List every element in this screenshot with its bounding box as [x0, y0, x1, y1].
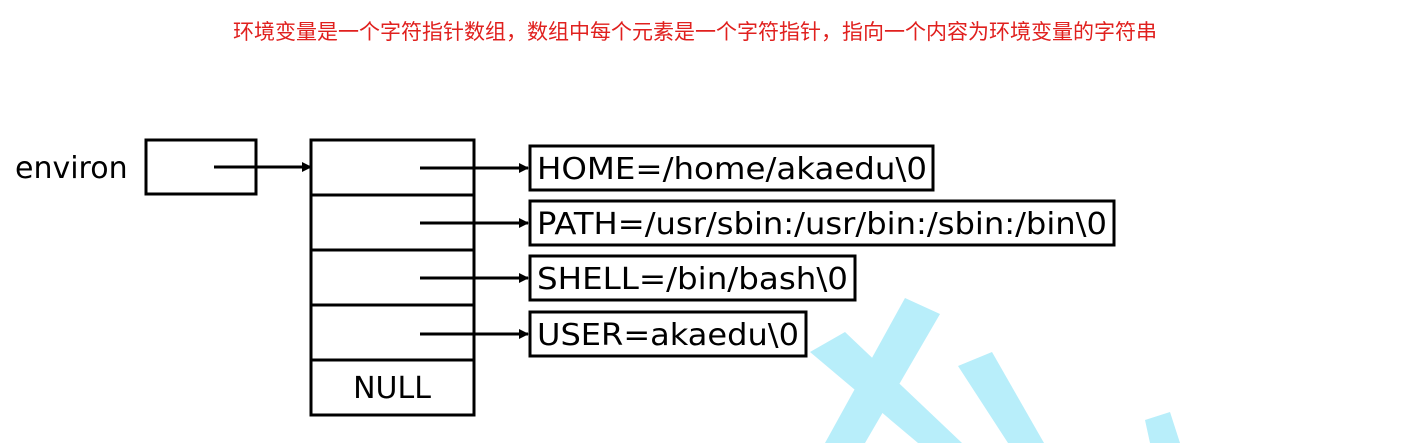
env-string-user: USER=akaedu\0: [528, 310, 808, 358]
env-string-path: PATH=/usr/sbin:/usr/bin:/sbin:/bin\0: [528, 199, 1116, 247]
string-pointer-arrows: [420, 163, 529, 339]
pointer-array: NULL: [309, 138, 476, 417]
env-string-box: [528, 254, 857, 302]
env-string-text: USER=akaedu\0: [537, 318, 799, 353]
env-string-text: SHELL=/bin/bash\0: [537, 262, 848, 297]
array-cell-null: [309, 358, 476, 417]
environ-label: environ: [15, 151, 128, 186]
diagram-caption: 环境变量是一个字符指针数组，数组中每个元素是一个字符指针，指向一个内容为环境变量…: [233, 20, 1157, 44]
env-string-box: [528, 199, 1116, 247]
null-terminator-label: NULL: [353, 371, 431, 406]
env-string-box: [528, 310, 808, 358]
env-string-shell: SHELL=/bin/bash\0: [528, 254, 857, 302]
env-string-home: HOME=/home/akaedu\0: [528, 144, 935, 192]
env-string-text: HOME=/home/akaedu\0: [537, 152, 927, 187]
env-string-box: [528, 144, 935, 192]
watermark-shape: [810, 298, 1180, 443]
env-string-text: PATH=/usr/sbin:/usr/bin:/sbin:/bin\0: [537, 207, 1107, 242]
